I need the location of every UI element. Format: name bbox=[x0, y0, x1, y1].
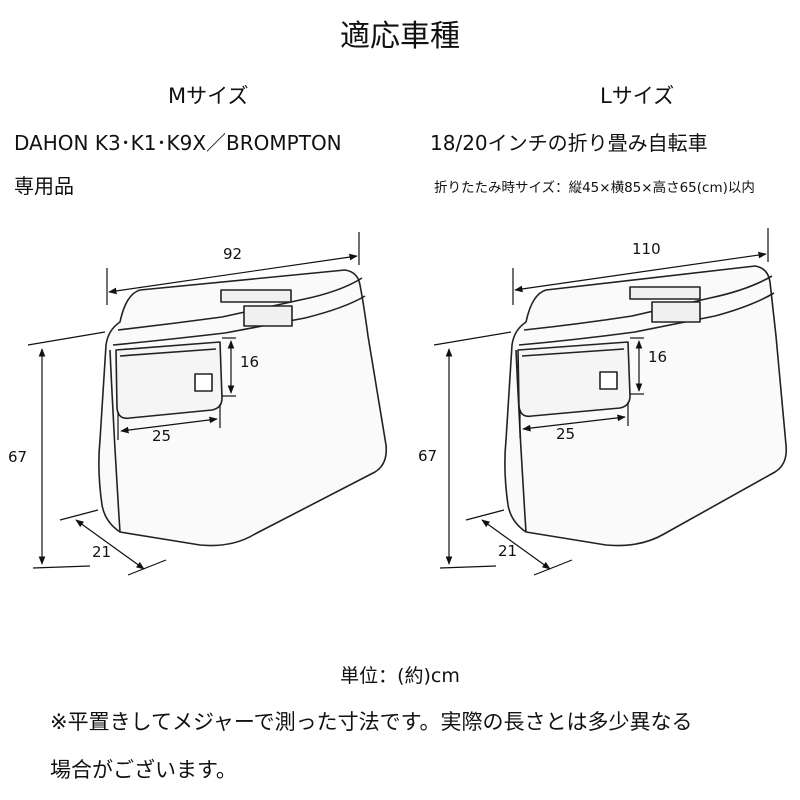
m-height-value: 67 bbox=[8, 448, 27, 466]
m-compat-models: DAHON K3･K1･K9X／BROMPTON bbox=[14, 131, 342, 155]
m-dimensions bbox=[27, 232, 360, 576]
l-dimensions bbox=[433, 228, 769, 576]
measurement-note-line1: ※平置きしてメジャーで測った寸法です。実際の長さとは多少異なる bbox=[50, 710, 693, 734]
l-bag-drawing bbox=[504, 265, 788, 547]
m-bag-drawing bbox=[98, 269, 388, 547]
l-pocket-height-value: 16 bbox=[648, 348, 667, 366]
l-compat-models: 18/20インチの折り畳み自転車 bbox=[430, 131, 708, 155]
l-depth-value: 21 bbox=[498, 542, 517, 560]
m-depth-value: 21 bbox=[92, 543, 111, 561]
m-pocket-height-value: 16 bbox=[240, 353, 259, 371]
m-pocket-width-value: 25 bbox=[152, 427, 171, 445]
l-width-value: 110 bbox=[632, 240, 661, 258]
m-size-label: Mサイズ bbox=[168, 84, 249, 108]
l-pocket-width-value: 25 bbox=[556, 425, 575, 443]
m-compat-exclusive: 専用品 bbox=[14, 174, 74, 198]
l-height-value: 67 bbox=[418, 447, 437, 465]
l-size-label: Lサイズ bbox=[600, 84, 675, 108]
measurement-note-line2: 場合がございます。 bbox=[50, 758, 237, 782]
m-width-value: 92 bbox=[223, 245, 242, 263]
page-title: 適応車種 bbox=[340, 19, 460, 54]
unit-label: 単位：(約)cm bbox=[340, 665, 460, 687]
l-folded-size-note: 折りたたみ時サイズ：縦45×横85×高さ65(cm)以内 bbox=[434, 180, 755, 196]
